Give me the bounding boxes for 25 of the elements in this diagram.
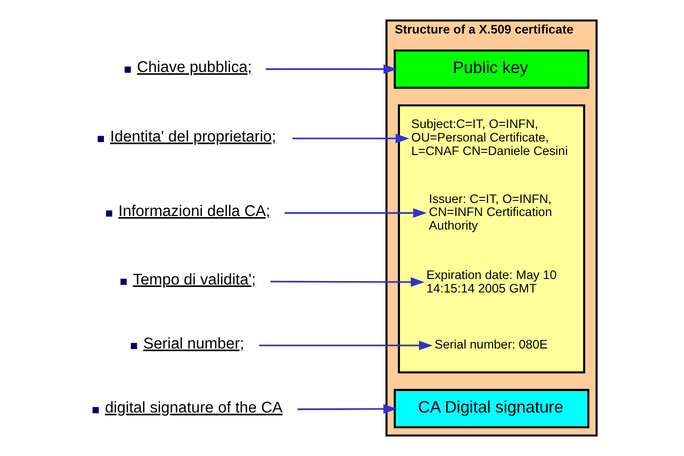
arrow — [284, 208, 426, 218]
arrow — [292, 134, 409, 144]
node-box — [124, 66, 130, 73]
node-label: Identita' del proprietario; — [110, 128, 276, 146]
node-label: digital signature of the CA — [104, 400, 282, 417]
node-box: CA Digital signature — [393, 388, 589, 428]
arrow — [265, 64, 397, 74]
node-label: Informazioni della CA; — [118, 203, 270, 220]
node-text: Subject:C=IT, O=INFN, OU=Personal Certificate, L=CNAF CN=Daniele Cesini — [410, 117, 568, 158]
node-text: Expiration date: May 10 14:15:14 2005 GMT — [426, 268, 556, 296]
node-box — [106, 210, 112, 217]
node-label: Serial number; — [142, 336, 244, 353]
cluster — [397, 104, 585, 374]
node-text: Issuer: C=IT, O=INFN, CN=INFN Certification Authority — [428, 192, 552, 233]
node-label: Chiave pubblica; — [136, 59, 252, 76]
node-box — [130, 342, 137, 350]
node-label: Tempo di validita'; — [132, 271, 256, 288]
node-text: Serial number: 080E — [434, 338, 548, 352]
node-box — [97, 136, 104, 142]
node-box — [92, 407, 98, 414]
node-box — [120, 278, 126, 285]
arrow — [297, 404, 397, 414]
node-box: Public key — [393, 49, 589, 89]
arrow — [270, 277, 424, 287]
arrow — [258, 340, 432, 350]
